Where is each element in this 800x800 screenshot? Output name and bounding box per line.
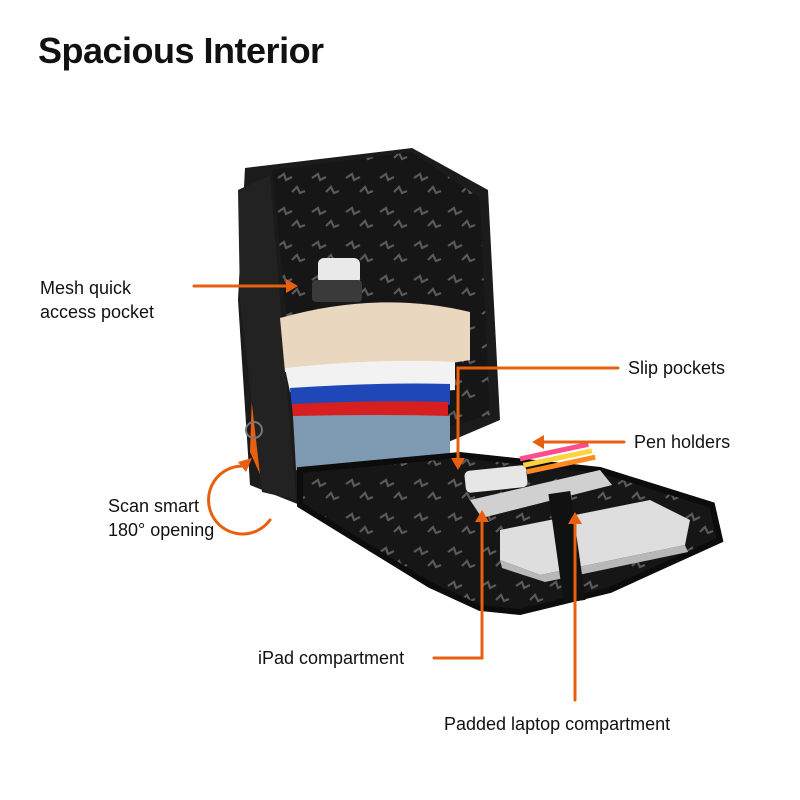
page-title: Spacious Interior xyxy=(38,30,324,71)
mesh-pocket-line2: access pocket xyxy=(40,302,155,322)
laptop-compartment-label: Padded laptop compartment xyxy=(444,714,671,734)
laptop-compartment-callout: Padded laptop compartment xyxy=(444,712,670,736)
ipad-compartment-callout: iPad compartment xyxy=(258,646,404,670)
scan-smart-line2: 180° opening xyxy=(108,520,215,540)
pen-holders-label: Pen holders xyxy=(634,432,731,452)
mesh-pocket-callout: Mesh quick access pocket xyxy=(40,276,154,324)
scan-smart-line1: Scan smart xyxy=(108,496,200,516)
ipad-compartment-label: iPad compartment xyxy=(258,648,405,668)
scan-smart-callout: Scan smart 180° opening xyxy=(108,494,214,542)
pen-holders-callout: Pen holders xyxy=(634,430,730,454)
slip-pockets-label: Slip pockets xyxy=(628,358,726,378)
slip-pockets-callout: Slip pockets xyxy=(628,356,725,380)
mesh-pocket-line1: Mesh quick xyxy=(40,278,132,298)
